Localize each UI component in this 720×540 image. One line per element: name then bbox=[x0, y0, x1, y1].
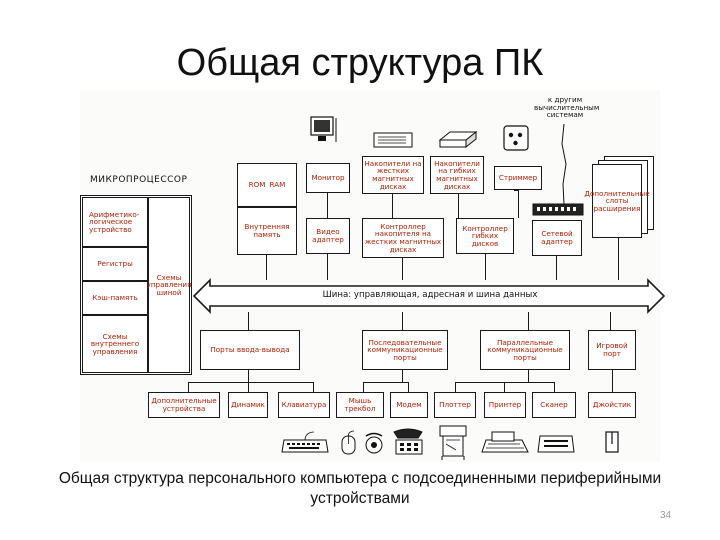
keyboard-icon bbox=[280, 430, 330, 456]
mouse-icon bbox=[338, 430, 360, 456]
connector bbox=[327, 254, 328, 280]
fdd-box: Накопители на гибких магнитных дисках bbox=[430, 156, 484, 194]
connector bbox=[528, 370, 529, 382]
scanner-box: Сканер bbox=[532, 392, 576, 418]
plotter-icon bbox=[436, 424, 472, 460]
connector bbox=[610, 312, 611, 330]
connector bbox=[514, 190, 519, 191]
bus-label: Шина: управляющая, адресная и шина данны… bbox=[322, 290, 538, 300]
streamer-box: Стриммер bbox=[494, 166, 542, 190]
hdd-box: Накопители на жестких магнитных дисках bbox=[362, 156, 424, 194]
page-title: Общая структура ПК bbox=[176, 42, 544, 84]
other-systems-label: к другим вычислительным системам bbox=[534, 95, 600, 120]
internal-control-box: Схемы внутреннего управления bbox=[82, 315, 148, 373]
mouse-box: Мышь трекбол bbox=[336, 392, 384, 418]
connector bbox=[554, 382, 555, 392]
connector bbox=[248, 312, 249, 330]
joystick-icon bbox=[602, 428, 626, 456]
microprocessor-label: МИКРОПРОЦЕССОР bbox=[90, 175, 188, 185]
serial-ports-box: Последовательные коммуникационные порты bbox=[362, 330, 448, 370]
connector bbox=[455, 382, 555, 383]
phone-icon bbox=[362, 430, 386, 456]
network-adapter-box: Сетевой адаптер bbox=[532, 220, 582, 256]
connector bbox=[402, 258, 403, 280]
connector bbox=[392, 194, 393, 218]
plotter-box: Плоттер bbox=[434, 392, 476, 418]
connector bbox=[313, 382, 314, 392]
monitor-icon bbox=[308, 114, 342, 148]
parallel-ports-box: Параллельные коммуникационные порты bbox=[480, 330, 570, 370]
bus-control-box: Схемы управления шиной bbox=[147, 197, 191, 373]
connector bbox=[266, 255, 267, 280]
connector bbox=[618, 238, 619, 280]
bus-arrow bbox=[192, 278, 666, 314]
alu-box: Арифметико-логическое устройство bbox=[82, 197, 148, 247]
connector bbox=[458, 194, 459, 218]
fdd-controller-box: Контроллер гибких дисков bbox=[456, 218, 514, 254]
connector bbox=[455, 382, 456, 392]
rom-ram-box: ROM RAM bbox=[237, 163, 297, 207]
extra-devices-box: Дополнительные устройства bbox=[148, 392, 220, 418]
connector bbox=[188, 382, 189, 392]
connector bbox=[363, 382, 364, 392]
joystick-box: Джойстик bbox=[588, 392, 636, 418]
network-icon bbox=[532, 200, 586, 220]
connector bbox=[402, 312, 403, 330]
rom-label: ROM bbox=[248, 180, 266, 190]
connector bbox=[327, 193, 328, 218]
printer-box: Принтер bbox=[484, 392, 526, 418]
fdd-icon bbox=[436, 128, 480, 150]
hdd-icon bbox=[372, 128, 416, 152]
modem-icon bbox=[388, 426, 430, 458]
figure-caption: Общая структура персонального компьютера… bbox=[58, 470, 662, 508]
connector bbox=[556, 256, 557, 280]
registers-box: Регистры bbox=[82, 247, 148, 281]
connector bbox=[363, 382, 409, 383]
modem-box: Модем bbox=[390, 392, 428, 418]
speakers-box: Динамик bbox=[228, 392, 268, 418]
video-adapter-box: Видео адаптер bbox=[306, 218, 350, 254]
page-number: 34 bbox=[660, 510, 672, 521]
connector bbox=[188, 382, 314, 383]
printer-icon bbox=[480, 428, 532, 458]
hdd-controller-box: Контроллер накопителя на жестких магнитн… bbox=[362, 218, 444, 258]
cache-box: Кэш-память bbox=[82, 281, 148, 315]
keyboard-box: Клавиатура bbox=[278, 392, 330, 418]
connector bbox=[248, 382, 249, 392]
network-cable-icon bbox=[554, 123, 574, 205]
connector bbox=[504, 382, 505, 392]
monitor-box: Монитор bbox=[306, 163, 350, 193]
game-port-box: Игровой порт bbox=[588, 330, 636, 370]
ram-label: RAM bbox=[269, 180, 286, 190]
connector bbox=[402, 370, 403, 382]
connector bbox=[612, 370, 613, 392]
expansion-slots-box: Дополнительные слоты расширения bbox=[584, 164, 650, 238]
internal-memory-box: Внутренняя память bbox=[237, 207, 297, 255]
connector bbox=[248, 370, 249, 382]
pc-structure-diagram: МИКРОПРОЦЕССОР Арифметико-логическое уст… bbox=[80, 90, 666, 462]
connector bbox=[528, 312, 529, 330]
io-ports-box: Порты ввода-вывода bbox=[200, 330, 300, 370]
connector bbox=[518, 190, 519, 218]
connector bbox=[408, 382, 409, 392]
connector bbox=[485, 254, 486, 280]
streamer-icon bbox=[502, 124, 530, 152]
scanner-icon bbox=[536, 428, 576, 458]
